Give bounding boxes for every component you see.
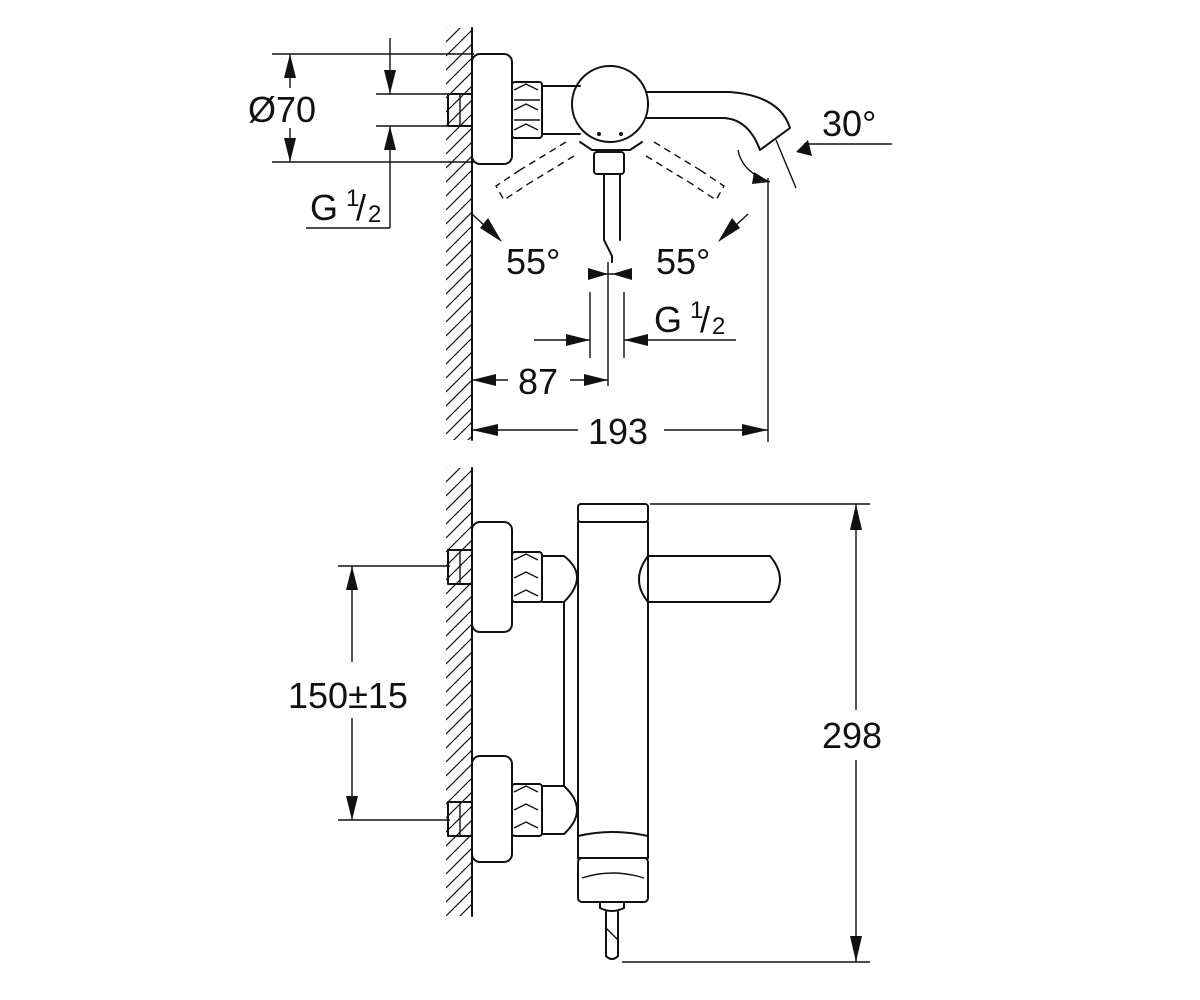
dim-thread-wall: G 1 / 2	[306, 38, 450, 229]
dim-offset-label: 87	[518, 361, 558, 402]
wall-top	[446, 27, 473, 441]
lower-connection	[447, 755, 578, 863]
wall-bottom	[446, 467, 473, 917]
dim-thread-wall-num: 1	[346, 185, 359, 212]
dim-thread-center-slash: /	[700, 299, 710, 340]
top-view: Ø70 G 1 / 2 30° 55°	[248, 27, 892, 452]
lever-swing-left	[495, 141, 575, 201]
dim-diameter: Ø70	[248, 53, 474, 163]
dim-angle-left-label: 55°	[506, 241, 560, 282]
upper-connection	[447, 521, 578, 633]
dim-thread-wall-slash: /	[356, 187, 366, 228]
mixer-body-top	[541, 65, 791, 263]
dim-angle-spout: 30°	[775, 103, 892, 189]
dim-thread-wall-den: 2	[368, 201, 381, 228]
dim-angle-spout-label: 30°	[822, 103, 876, 144]
dim-height-label: 298	[822, 715, 882, 756]
dim-angle-right: 55°	[656, 213, 749, 282]
dim-thread-center-letter: G	[654, 299, 682, 340]
front-view: 150±15 298	[288, 467, 882, 963]
dim-spacing-label: 150±15	[288, 675, 408, 716]
dim-spacing: 150±15	[288, 565, 450, 821]
dim-thread-center-num: 1	[690, 297, 703, 324]
mixer-body-front	[563, 503, 649, 960]
dim-angle-right-label: 55°	[656, 241, 710, 282]
dim-thread-center-den: 2	[712, 313, 725, 340]
dim-angle-left: 55°	[471, 213, 560, 282]
wall-flange-top	[447, 53, 543, 165]
dim-total-depth: 193	[472, 178, 769, 452]
lever-front	[638, 555, 781, 603]
dim-total-depth-label: 193	[588, 411, 648, 452]
dim-diameter-label: Ø70	[248, 89, 316, 130]
lever-swing-right	[645, 141, 725, 201]
dim-thread-wall-letter: G	[310, 187, 338, 228]
dim-height: 298	[622, 503, 882, 963]
dim-thread-center: G 1 / 2	[534, 292, 736, 358]
center-reference	[588, 262, 632, 386]
dim-offset: 87	[472, 361, 608, 402]
